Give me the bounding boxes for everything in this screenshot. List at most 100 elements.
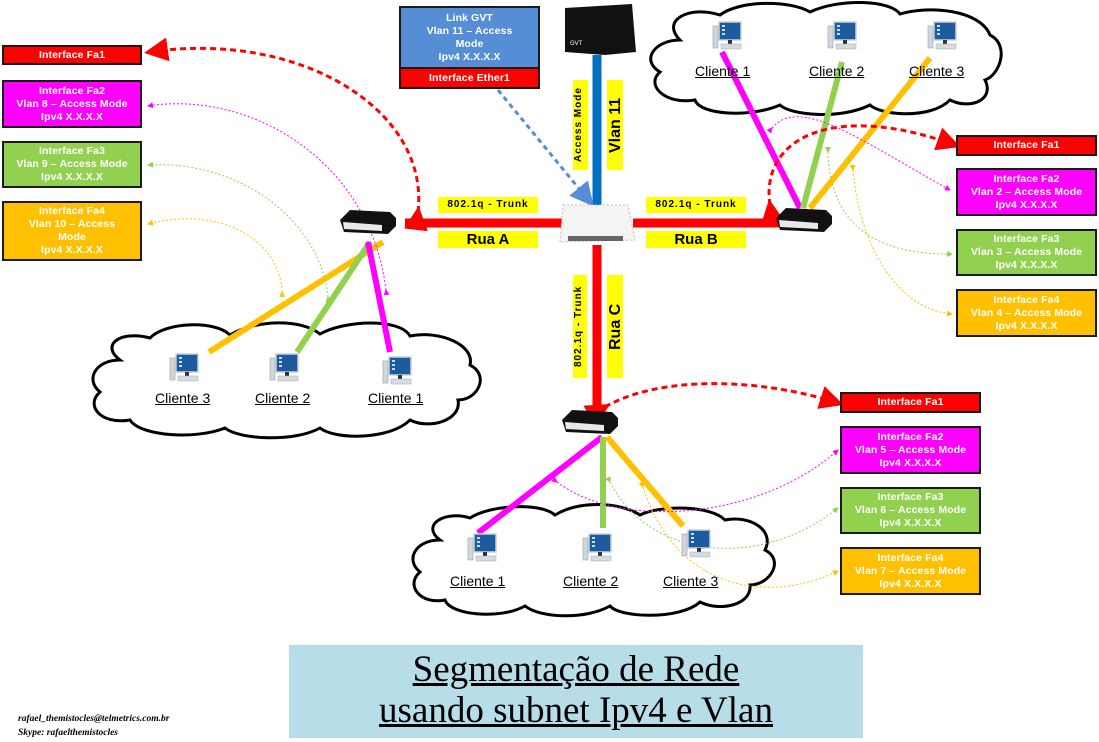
- interface-vlan: Vlan 3 – Access Mode: [970, 246, 1083, 258]
- switch-a-interface-fa4: Interface Fa4 Vlan 10 – Access Mode Ipv4…: [2, 201, 142, 261]
- interface-vlan-cont: Mode: [58, 231, 86, 243]
- arrow-gvt-ether1: [496, 89, 594, 207]
- interface-vlan: Vlan 6 – Access Mode: [854, 504, 967, 516]
- switch-a-interface-fa2: Interface Fa2 Vlan 8 – Access Mode Ipv4 …: [2, 80, 142, 128]
- switch-c-interface-fa2: Interface Fa2 Vlan 5 – Access Mode Ipv4 …: [840, 426, 981, 474]
- switch-c-interface-fa1: Interface Fa1: [840, 392, 981, 413]
- switch-c-icon: [562, 410, 618, 434]
- arrow-a-fa1: [144, 37, 428, 232]
- switch-a-client-label: Cliente 3: [155, 390, 211, 406]
- switch-b-interface-fa2: Interface Fa2 Vlan 2 – Access Mode Ipv4 …: [956, 168, 1097, 216]
- title-line-1: Segmentação de Rede: [412, 649, 740, 690]
- pc-icon: [927, 21, 957, 50]
- interface-vlan: Vlan 2 – Access Mode: [970, 185, 1083, 198]
- core-router-icon: [559, 204, 636, 243]
- gvt-interface-ether1: Interface Ether1: [399, 67, 540, 89]
- gvt-box-line: Ipv4 X.X.X.X: [438, 51, 501, 63]
- arrow-b-fa1: [760, 124, 961, 225]
- interface-vlan: Vlan 10 – Access: [28, 218, 116, 230]
- switch-b-interface-fa3: Interface Fa3 Vlan 3 – Access Mode Ipv4 …: [956, 229, 1097, 276]
- rua-c-label: Rua C: [607, 275, 624, 378]
- author-credits: rafael_themistocles@telmetrics.com.br Sk…: [18, 712, 169, 740]
- interface-ipv4: Ipv4 X.X.X.X: [41, 244, 103, 256]
- interface-ipv4: Ipv4 X.X.X.X: [879, 456, 942, 469]
- switch-c-interface-fa4: Interface Fa4 Vlan 7 – Access Mode Ipv4 …: [840, 547, 981, 595]
- gvt-modem-icon: GVT: [565, 4, 636, 55]
- arrow-b-fa3: [824, 146, 953, 258]
- interface-label: Interface Fa1: [993, 139, 1060, 151]
- switch-a-client-label: Cliente 1: [368, 390, 424, 406]
- interface-label: Interface Fa3: [38, 145, 106, 157]
- interface-label: Interface Fa4: [993, 293, 1060, 306]
- pc-icon: [467, 533, 497, 562]
- switch-b-interface-fa4: Interface Fa4 Vlan 4 – Access Mode Ipv4 …: [956, 289, 1097, 337]
- interface-ipv4: Ipv4 X.X.X.X: [995, 259, 1058, 271]
- interface-ipv4: Ipv4 X.X.X.X: [41, 110, 103, 123]
- switch-b-client-label: Cliente 2: [809, 63, 865, 79]
- interface-label: Interface Fa2: [877, 430, 944, 443]
- title-line-2: usando subnet Ipv4 e Vlan: [379, 690, 773, 731]
- pc-icon: [827, 21, 857, 50]
- pc-icon: [681, 529, 711, 558]
- switch-b-client-label: Cliente 3: [909, 63, 965, 79]
- interface-vlan: Vlan 7 – Access Mode: [854, 564, 967, 577]
- pc-icon: [169, 353, 199, 382]
- interface-ipv4: Ipv4 X.X.X.X: [995, 319, 1058, 332]
- switch-c-client-label: Cliente 3: [663, 573, 719, 589]
- switch-a-client-label: Cliente 2: [255, 390, 311, 406]
- gvt-interface-label: Interface Ether1: [429, 71, 510, 84]
- interface-label: Interface Fa3: [877, 491, 944, 503]
- cloud-top-right: [649, 0, 1003, 116]
- gvt-vlan-label: Vlan 11: [607, 80, 624, 170]
- interface-label: Interface Fa2: [993, 172, 1060, 185]
- arrow-a-fa2: [147, 102, 390, 296]
- arrow-b-fa2: [766, 116, 951, 191]
- interface-vlan: Vlan 4 – Access Mode: [970, 306, 1083, 319]
- trunk-label-rua-a: 802.1q - Trunk: [438, 197, 538, 213]
- rua-a-label: Rua A: [438, 231, 538, 248]
- trunk-label-rua-c: 802.1q - Trunk: [573, 275, 587, 378]
- interface-label: Interface Fa1: [38, 48, 106, 61]
- gvt-access-mode-label: Access Mode: [573, 80, 588, 170]
- arrow-c-fa2: [551, 449, 839, 513]
- diagram-title: Segmentação de Rede usando subnet Ipv4 e…: [289, 645, 863, 738]
- switch-c-interface-fa3: Interface Fa3 Vlan 6 – Access Mode Ipv4 …: [840, 487, 981, 534]
- switch-a-icon: [340, 210, 396, 234]
- interface-ipv4: Ipv4 X.X.X.X: [879, 517, 942, 529]
- gvt-modem-label: GVT: [570, 41, 583, 47]
- interface-vlan: Vlan 9 – Access Mode: [16, 158, 128, 170]
- interface-ipv4: Ipv4 X.X.X.X: [879, 577, 942, 590]
- interface-ipv4: Ipv4 X.X.X.X: [41, 171, 103, 183]
- switch-a-interface-fa3: Interface Fa3 Vlan 9 – Access Mode Ipv4 …: [2, 141, 142, 188]
- interface-ipv4: Ipv4 X.X.X.X: [995, 198, 1058, 211]
- interface-label: Interface Fa3: [993, 233, 1060, 245]
- arrow-b-fa4: [849, 164, 953, 317]
- switch-b-client-label: Cliente 1: [695, 63, 751, 79]
- interface-label: Interface Fa4: [38, 205, 106, 217]
- gvt-box-line: Mode: [455, 38, 484, 50]
- switch-c-client-label: Cliente 2: [563, 573, 619, 589]
- author-email: rafael_themistocles@telmetrics.com.br: [18, 714, 170, 724]
- arrow-a-fa3: [147, 161, 332, 303]
- arrow-c-fa4: [638, 481, 839, 588]
- gvt-link-box: Link GVT Vlan 11 – Access Mode Ipv4 X.X.…: [399, 6, 540, 68]
- switch-b-icon: [776, 208, 832, 232]
- pc-icon: [712, 21, 742, 50]
- pc-icon: [582, 533, 612, 562]
- pc-icon: [382, 356, 412, 385]
- arrow-a-fa4: [147, 218, 286, 298]
- pc-icon: [269, 353, 299, 382]
- gvt-box-line: Link GVT: [446, 12, 493, 24]
- interface-vlan: Vlan 8 – Access Mode: [16, 97, 128, 110]
- rua-b-label: Rua B: [646, 231, 746, 248]
- interface-label: Interface Fa1: [877, 396, 944, 408]
- author-skype: Skype: rafaelthemistocles: [18, 728, 118, 738]
- interface-vlan: Vlan 5 – Access Mode: [854, 443, 967, 456]
- switch-b-interface-fa1: Interface Fa1: [956, 135, 1097, 156]
- arrow-c-fa1: [583, 382, 844, 427]
- interface-label: Interface Fa4: [877, 551, 944, 564]
- interface-label: Interface Fa2: [38, 84, 106, 97]
- gvt-box-line: Vlan 11 – Access: [426, 25, 513, 37]
- trunk-label-rua-b: 802.1q - Trunk: [646, 197, 746, 213]
